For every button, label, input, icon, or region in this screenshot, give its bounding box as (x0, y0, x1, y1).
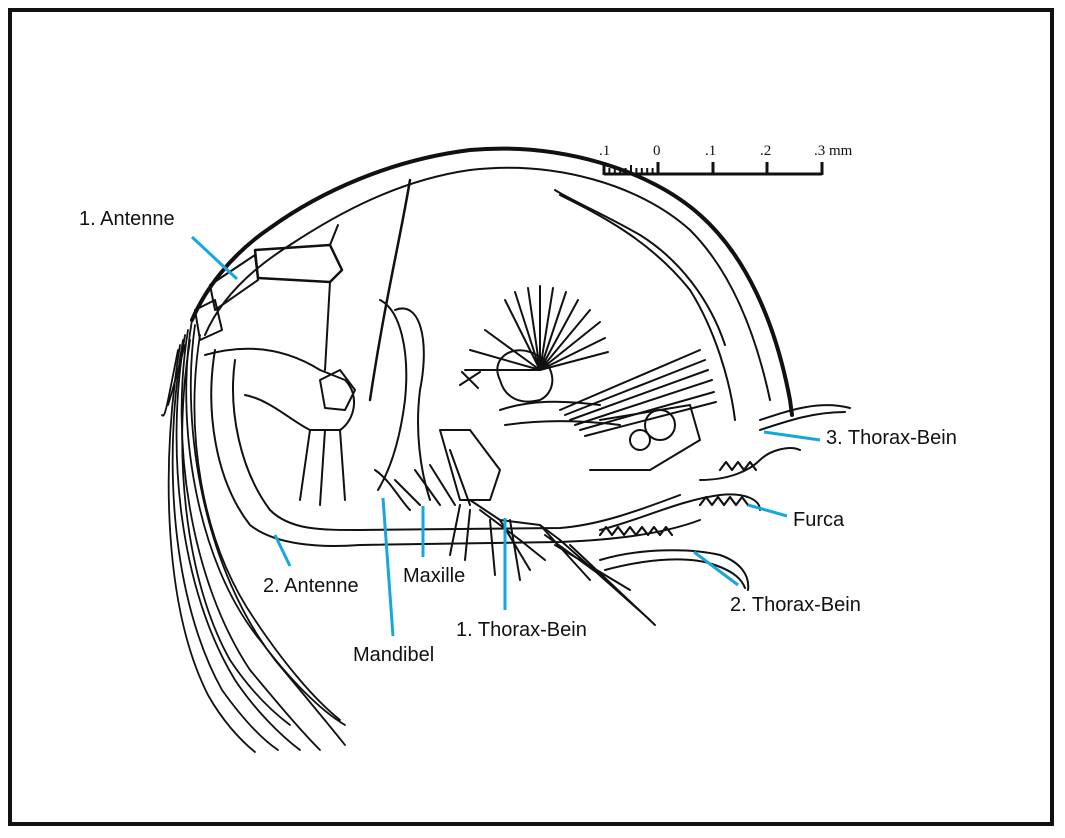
leader-thorax3 (763, 430, 821, 442)
furca-claws (598, 460, 758, 537)
scale-tick-label: .1 (599, 143, 611, 159)
leader-thorax2 (693, 550, 739, 587)
leader-lines (190, 235, 821, 637)
scale-tick-label: .3 mm (814, 143, 853, 159)
leader-furca (747, 503, 788, 518)
setae-fan (459, 285, 609, 403)
label-furca: Furca (793, 509, 845, 531)
leader-antenne2 (273, 534, 292, 567)
figure-frame (8, 8, 1054, 826)
scale-tick-label: .2 (760, 143, 772, 159)
label-antenne2: 2. Antenne (263, 575, 359, 597)
label-mandibel: Mandibel (353, 644, 435, 666)
antenna-setae (161, 319, 346, 753)
label-antenne1: 1. Antenne (79, 208, 175, 230)
label-thorax2: 2. Thorax-Bein (730, 594, 861, 616)
carapace-inner (204, 166, 771, 401)
leader-mandibel (381, 497, 395, 637)
label-thorax1: 1. Thorax-Bein (456, 619, 587, 641)
scale-tick-label: 0 (653, 143, 661, 159)
carapace-outline (190, 146, 794, 417)
label-thorax3: 3. Thorax-Bein (826, 427, 957, 449)
scale-bar (602, 162, 824, 176)
label-maxille: Maxille (403, 565, 466, 587)
scale-tick-label: .1 (705, 143, 717, 159)
leader-antenne1 (190, 235, 239, 281)
